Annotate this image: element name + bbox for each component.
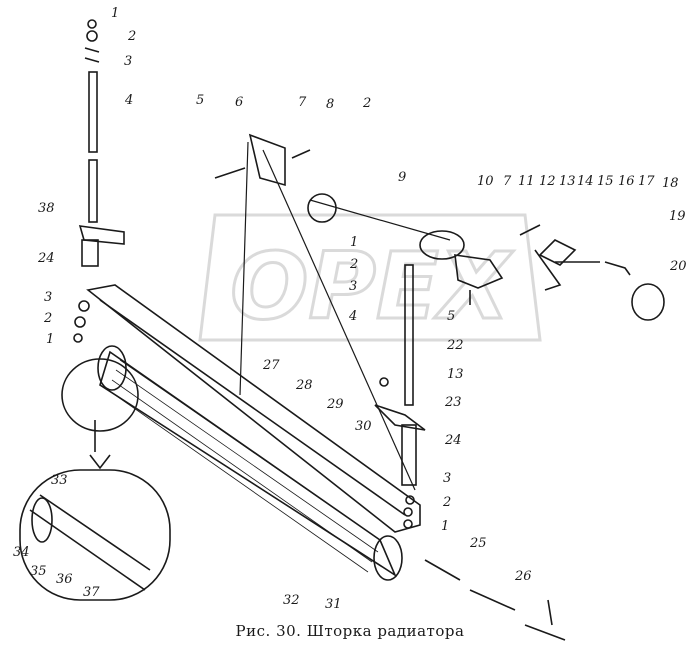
label-37: 37 — [83, 585, 100, 600]
label-28: 28 — [295, 378, 313, 393]
label-34: 34 — [13, 545, 30, 560]
label-7b: 7 — [503, 174, 512, 189]
label-31: 31 — [325, 597, 342, 612]
label-4b: 4 — [348, 309, 357, 324]
label-23: 23 — [444, 395, 462, 410]
label-2b: 2 — [43, 311, 52, 326]
label-13: 13 — [559, 174, 576, 189]
label-19: 19 — [669, 209, 686, 224]
right-rod-assembly — [374, 264, 426, 529]
label-29: 29 — [326, 397, 344, 412]
label-5b: 5 — [447, 309, 455, 324]
label-15: 15 — [597, 174, 614, 189]
label-8: 8 — [326, 97, 334, 112]
label-1b: 1 — [46, 332, 54, 347]
shutter-top-plate — [86, 284, 421, 533]
label-17: 17 — [638, 174, 655, 189]
label-11: 11 — [518, 174, 535, 189]
shutter-roller — [97, 345, 403, 581]
label-33: 33 — [51, 473, 68, 488]
label-24b: 24 — [444, 433, 462, 448]
label-25: 25 — [469, 536, 487, 551]
label-6: 6 — [235, 95, 243, 110]
label-20: 20 — [669, 259, 687, 274]
label-12: 12 — [539, 174, 556, 189]
loose-pins — [424, 559, 566, 641]
detail-magnifier — [19, 358, 171, 601]
label-1d: 1 — [441, 519, 449, 534]
label-2d: 2 — [349, 257, 358, 272]
control-mechanism — [419, 224, 665, 321]
label-27: 27 — [262, 358, 280, 373]
pulley-bracket — [214, 133, 337, 223]
label-3: 3 — [124, 54, 132, 69]
label-7: 7 — [298, 95, 307, 110]
callout-labels: 1 2 3 4 38 24 3 2 1 5 6 7 8 2 9 10 7 11 … — [13, 6, 687, 612]
label-2e: 2 — [442, 495, 451, 510]
label-16: 16 — [618, 174, 635, 189]
label-1: 1 — [111, 6, 119, 21]
label-9: 9 — [398, 170, 406, 185]
label-18: 18 — [662, 176, 679, 191]
label-35: 35 — [30, 564, 47, 579]
label-10: 10 — [477, 174, 494, 189]
label-38: 38 — [38, 201, 55, 216]
label-13b: 13 — [447, 367, 464, 382]
label-22: 22 — [446, 338, 464, 353]
watermark-text: OPEX — [230, 233, 513, 340]
label-2: 2 — [127, 29, 136, 44]
label-1c: 1 — [350, 235, 358, 250]
watermark-logo: OPEX — [198, 213, 542, 342]
label-32: 32 — [283, 593, 300, 608]
label-24: 24 — [37, 251, 55, 266]
cable — [239, 141, 451, 491]
figure-caption: Рис. 30. Шторка радиатора — [235, 622, 465, 640]
label-5: 5 — [196, 93, 204, 108]
label-4: 4 — [124, 93, 133, 108]
label-26: 26 — [514, 569, 532, 584]
label-3c: 3 — [349, 279, 357, 294]
label-36: 36 — [56, 572, 73, 587]
label-3d: 3 — [443, 471, 451, 486]
left-bracket — [78, 225, 125, 245]
label-30: 30 — [355, 419, 372, 434]
left-rod-assembly — [73, 19, 125, 343]
label-14: 14 — [577, 174, 594, 189]
label-3b: 3 — [44, 290, 52, 305]
label-2c: 2 — [362, 96, 371, 111]
